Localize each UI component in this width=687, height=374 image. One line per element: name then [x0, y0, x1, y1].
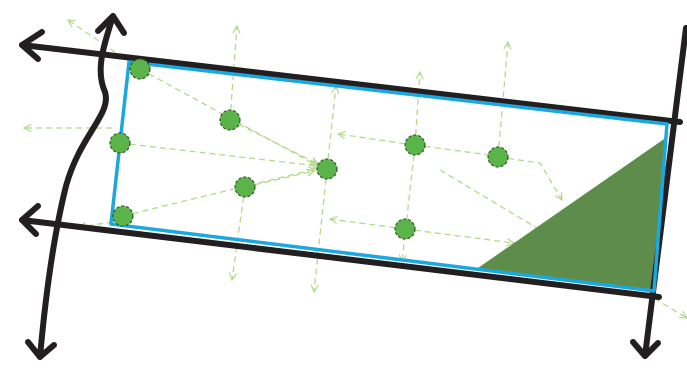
flow-arrow — [232, 186, 246, 280]
tree-dot-icon — [109, 132, 131, 154]
tree-dot-icon — [316, 158, 338, 180]
road-top — [19, 42, 683, 125]
flow-arrow — [229, 119, 318, 164]
arrowhead-icon — [25, 339, 57, 360]
tree-nodes — [109, 58, 509, 240]
flow-arrow — [497, 156, 562, 200]
arrowhead-icon — [19, 29, 45, 62]
road-right — [642, 25, 687, 359]
flow-line — [414, 144, 498, 157]
tree-dot-icon — [404, 134, 426, 156]
flow-arrow — [326, 86, 336, 170]
flow-arrow — [244, 171, 314, 188]
tree-dot-icon — [487, 146, 509, 168]
flow-arrow — [119, 142, 318, 166]
tree-dot-icon — [234, 176, 256, 198]
tree-dot-icon — [394, 218, 416, 240]
site-boundary — [109, 60, 669, 293]
tree-dot-icon — [112, 205, 134, 227]
tree-dot-icon — [219, 109, 241, 131]
flow-arrow — [330, 219, 406, 230]
green-space-area — [478, 137, 667, 290]
flow-arrow — [314, 168, 328, 292]
flow-arrow — [402, 144, 416, 262]
flow-arrow — [79, 221, 114, 227]
arrowhead-icon — [95, 13, 127, 36]
road-bottom — [19, 217, 662, 300]
arrowhead-icon — [19, 203, 41, 237]
road-network — [19, 13, 687, 360]
flow-arrow — [338, 134, 416, 146]
flow-arrow — [414, 72, 420, 146]
flow-arrow — [122, 169, 316, 217]
flow-arrow — [404, 228, 514, 243]
tree-dot-icon — [129, 58, 151, 80]
flow-arrow — [229, 26, 237, 121]
road-curved-left — [37, 13, 116, 360]
arrowhead-icon — [630, 339, 661, 359]
